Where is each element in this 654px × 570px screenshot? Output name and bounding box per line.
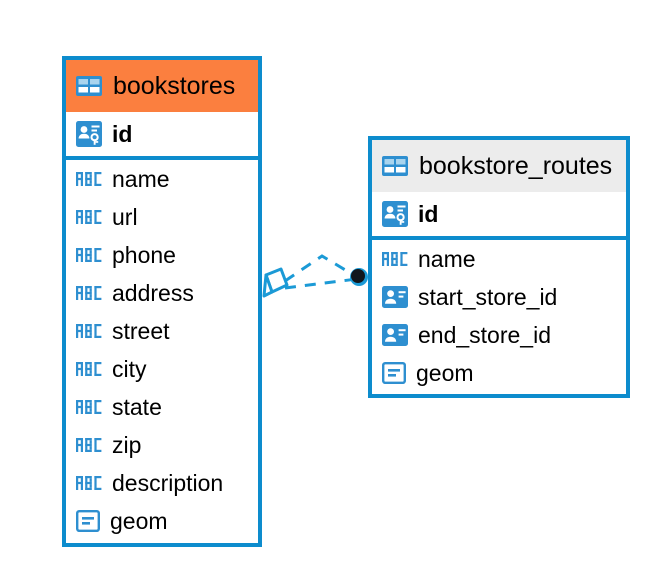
table-icon xyxy=(76,76,102,96)
diamond-outline-marker xyxy=(262,267,289,298)
field-label: geom xyxy=(416,359,474,386)
field-row[interactable]: street xyxy=(66,312,258,350)
abc-text-icon xyxy=(76,476,102,490)
field-label: phone xyxy=(112,241,176,268)
entity-title: bookstores xyxy=(113,71,236,100)
field-row[interactable]: name xyxy=(66,160,258,198)
field-label: url xyxy=(112,203,138,230)
filled-circle-marker xyxy=(350,268,368,286)
field-label: id xyxy=(418,200,439,227)
field-label: name xyxy=(112,165,170,192)
field-label: end_store_id xyxy=(418,321,551,348)
abc-text-icon xyxy=(76,362,102,376)
field-row[interactable]: zip xyxy=(66,426,258,464)
relationship-line-upper xyxy=(284,254,358,283)
field-label: start_store_id xyxy=(418,283,558,310)
foreign-key-icon xyxy=(382,286,408,308)
field-row[interactable]: state xyxy=(66,388,258,426)
field-row[interactable]: geom xyxy=(372,354,626,392)
field-label: street xyxy=(112,317,170,344)
abc-text-icon xyxy=(76,400,102,414)
primary-key-section-bookstores: id xyxy=(66,112,258,160)
primary-key-section-bookstore-routes: id xyxy=(372,192,626,240)
entity-bookstores[interactable]: bookstores id xyxy=(62,56,262,547)
entity-header-bookstore-routes[interactable]: bookstore_routes xyxy=(372,140,626,192)
field-row[interactable]: url xyxy=(66,198,258,236)
relationship-line-lower xyxy=(284,277,358,290)
abc-text-icon xyxy=(76,286,102,300)
field-row[interactable]: phone xyxy=(66,236,258,274)
field-row[interactable]: name xyxy=(372,240,626,278)
field-row[interactable]: end_store_id xyxy=(372,316,626,354)
field-label: description xyxy=(112,469,224,496)
field-list-bookstores: name url xyxy=(66,160,258,540)
field-row-primary-key[interactable]: id xyxy=(372,192,626,236)
field-row[interactable]: address xyxy=(66,274,258,312)
foreign-key-icon xyxy=(382,324,408,346)
abc-text-icon xyxy=(382,252,408,266)
abc-text-icon xyxy=(76,324,102,338)
geometry-icon xyxy=(76,510,100,532)
entity-header-bookstores[interactable]: bookstores xyxy=(66,60,258,112)
field-row[interactable]: start_store_id xyxy=(372,278,626,316)
field-row[interactable]: description xyxy=(66,464,258,502)
geometry-icon xyxy=(382,362,406,384)
table-icon xyxy=(382,156,408,176)
field-row[interactable]: city xyxy=(66,350,258,388)
primary-key-icon xyxy=(76,121,102,147)
field-label: name xyxy=(418,245,476,272)
field-label: zip xyxy=(112,431,142,458)
entity-bookstore-routes[interactable]: bookstore_routes id xyxy=(368,136,630,398)
abc-text-icon xyxy=(76,248,102,262)
primary-key-icon xyxy=(382,201,408,227)
field-list-bookstore-routes: name start_store_id xyxy=(372,240,626,392)
field-label: id xyxy=(112,120,133,147)
field-row[interactable]: geom xyxy=(66,502,258,540)
field-label: address xyxy=(112,279,194,306)
abc-text-icon xyxy=(76,210,102,224)
field-label: geom xyxy=(110,507,168,534)
field-label: state xyxy=(112,393,162,420)
abc-text-icon xyxy=(76,438,102,452)
entity-title: bookstore_routes xyxy=(419,151,613,180)
abc-text-icon xyxy=(76,172,102,186)
field-row-primary-key[interactable]: id xyxy=(66,112,258,156)
field-label: city xyxy=(112,355,147,382)
